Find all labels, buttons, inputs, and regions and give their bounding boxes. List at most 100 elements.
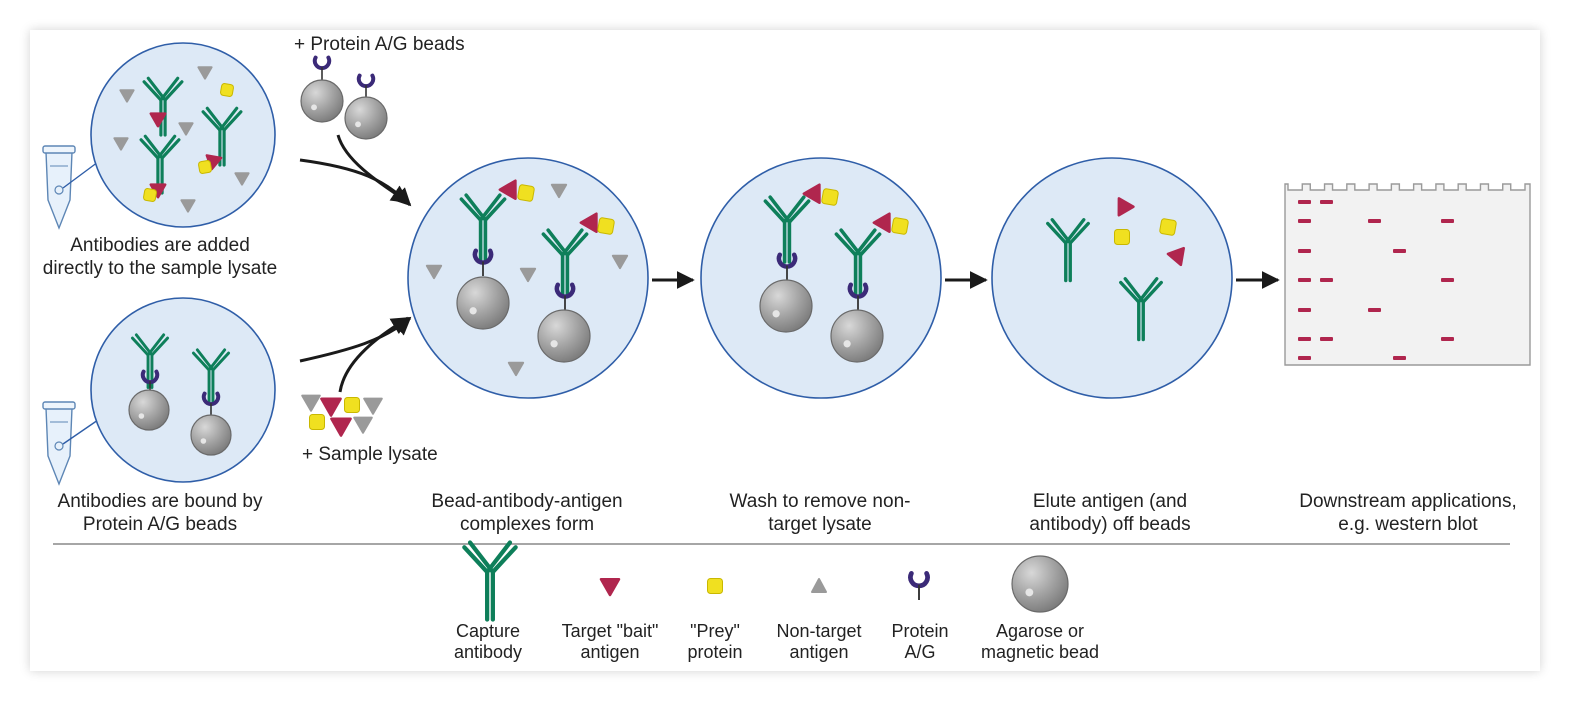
nontarget-antigen xyxy=(301,394,321,412)
step-wash-caption: Wash to remove non- target lysate xyxy=(729,491,911,535)
tube-cap xyxy=(42,401,76,410)
circle-antibodies-bound xyxy=(90,297,276,483)
prey-protein xyxy=(891,217,909,235)
bead-body xyxy=(759,279,813,333)
step-elute-caption: Elute antigen (and antibody) off beads xyxy=(1029,491,1191,535)
bait-antigen xyxy=(1166,246,1185,267)
nontarget-antigen xyxy=(178,122,194,136)
bead-body xyxy=(830,309,884,363)
bead-highlight xyxy=(550,340,558,348)
gel-band xyxy=(1320,200,1333,204)
bead-highlight xyxy=(1025,588,1034,597)
circle-elute xyxy=(991,157,1233,399)
prey-protein xyxy=(344,397,360,413)
prey-protein xyxy=(517,184,535,202)
bead xyxy=(344,96,388,140)
sample-tube-top xyxy=(42,145,76,230)
bead-body xyxy=(1011,555,1069,613)
bead xyxy=(128,389,170,431)
gel-band xyxy=(1298,219,1311,223)
western-blot-gel xyxy=(1284,183,1531,366)
prey-protein xyxy=(220,83,234,97)
nontarget-antigen xyxy=(363,397,383,415)
nontarget-antigen xyxy=(113,137,129,151)
nontarget-antigen xyxy=(353,416,373,434)
legend-bait-antigen-icon xyxy=(599,578,621,597)
legend-label-bait-antigen: Target "bait"antigen xyxy=(561,621,659,662)
protein-ag-icon xyxy=(315,58,329,80)
bead xyxy=(537,309,591,363)
tube-connector-bottom xyxy=(62,419,99,445)
prey-protein xyxy=(1159,218,1177,236)
gel-band xyxy=(1441,219,1454,223)
bead-body xyxy=(128,389,170,431)
bead xyxy=(759,279,813,333)
gel-band xyxy=(1368,308,1381,312)
bead xyxy=(300,79,344,123)
prey-protein xyxy=(1114,229,1130,245)
nontarget-antigen xyxy=(550,183,568,199)
gel-band xyxy=(1298,200,1311,204)
bead-highlight xyxy=(843,340,851,348)
legend-bead-icon xyxy=(1011,555,1069,613)
legend-prey-protein-icon xyxy=(707,578,723,594)
legend xyxy=(464,543,515,620)
gel-band xyxy=(1298,337,1311,341)
sample-lysate-label: + Sample lysate xyxy=(302,444,438,465)
legend-capture-antibody-icon xyxy=(464,543,515,620)
nontarget-antigen xyxy=(180,199,196,213)
bead-body xyxy=(456,276,510,330)
nontarget-antigen xyxy=(507,361,525,377)
nontarget-antigen xyxy=(611,254,629,270)
nontarget-antigen xyxy=(425,264,443,280)
gel-band xyxy=(1393,356,1406,360)
bead-body xyxy=(537,309,591,363)
gel-band xyxy=(1320,337,1333,341)
bead-highlight xyxy=(355,121,361,128)
prey-protein xyxy=(821,188,839,206)
prey-protein xyxy=(309,414,325,430)
gel-band xyxy=(1441,337,1454,341)
tube-sample xyxy=(54,441,64,451)
bead-highlight xyxy=(311,104,317,111)
arrow-beads-to-complex xyxy=(299,316,412,363)
protein-ag-icon xyxy=(359,76,373,98)
nontarget-antigen xyxy=(519,267,537,283)
bait-antigen xyxy=(330,417,352,437)
protein-beads-label: + Protein A/G beads xyxy=(294,34,465,55)
sample-tube-bottom xyxy=(42,401,76,486)
bait-antigen xyxy=(579,212,598,234)
bead xyxy=(830,309,884,363)
bead-body xyxy=(344,96,388,140)
bait-antigen xyxy=(320,397,342,417)
tube-cap xyxy=(42,145,76,154)
gel-band xyxy=(1298,308,1311,312)
step-downstream-caption: Downstream applications, e.g. western bl… xyxy=(1299,491,1517,535)
nontarget-antigen xyxy=(119,89,135,103)
bead xyxy=(456,276,510,330)
bait-antigen xyxy=(802,183,821,205)
bead-highlight xyxy=(200,438,207,444)
arrow-protein-beads-in xyxy=(336,134,410,204)
prey-protein xyxy=(143,188,157,202)
arrow-antibodies-to-complex xyxy=(299,158,412,207)
tube-body xyxy=(45,407,73,486)
legend-label-prey-protein: "Prey"protein xyxy=(687,621,743,662)
step-added-caption: Antibodies are added directly to the sam… xyxy=(42,235,278,279)
bead-body xyxy=(190,414,232,456)
gel-band xyxy=(1393,249,1406,253)
bead-highlight xyxy=(138,413,145,419)
gel-band xyxy=(1368,219,1381,223)
legend-protein-ag-icon xyxy=(910,573,927,600)
gel-band xyxy=(1320,278,1333,282)
bead xyxy=(190,414,232,456)
bait-antigen xyxy=(498,179,517,201)
bait-antigen xyxy=(1117,197,1135,217)
gel-band xyxy=(1298,278,1311,282)
gel-band xyxy=(1298,356,1311,360)
